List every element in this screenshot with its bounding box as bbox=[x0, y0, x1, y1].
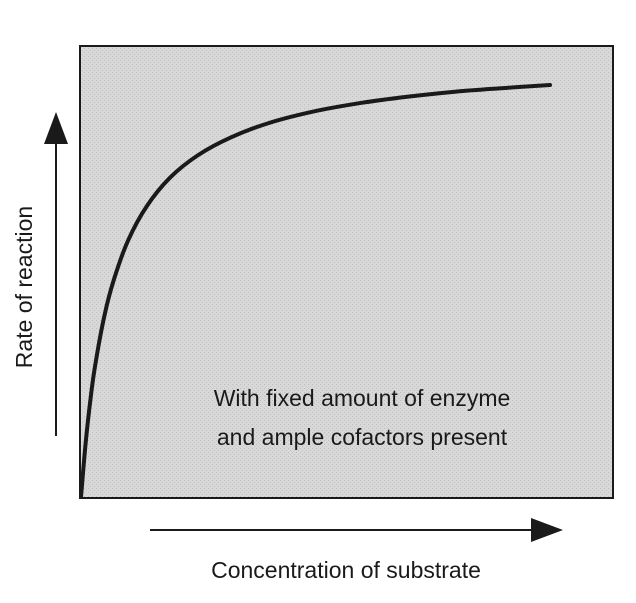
annotation-line-1: With fixed amount of enzyme bbox=[214, 385, 511, 411]
annotation-line-2: and ample cofactors present bbox=[217, 424, 508, 450]
y-axis-arrow bbox=[44, 112, 68, 436]
plot-area bbox=[79, 45, 614, 499]
x-axis-label: Concentration of substrate bbox=[211, 557, 481, 583]
series-curve-0 bbox=[79, 83, 552, 499]
x-axis-arrow bbox=[150, 518, 563, 542]
y-axis-label: Rate of reaction bbox=[11, 206, 37, 368]
series-layer bbox=[79, 83, 552, 499]
